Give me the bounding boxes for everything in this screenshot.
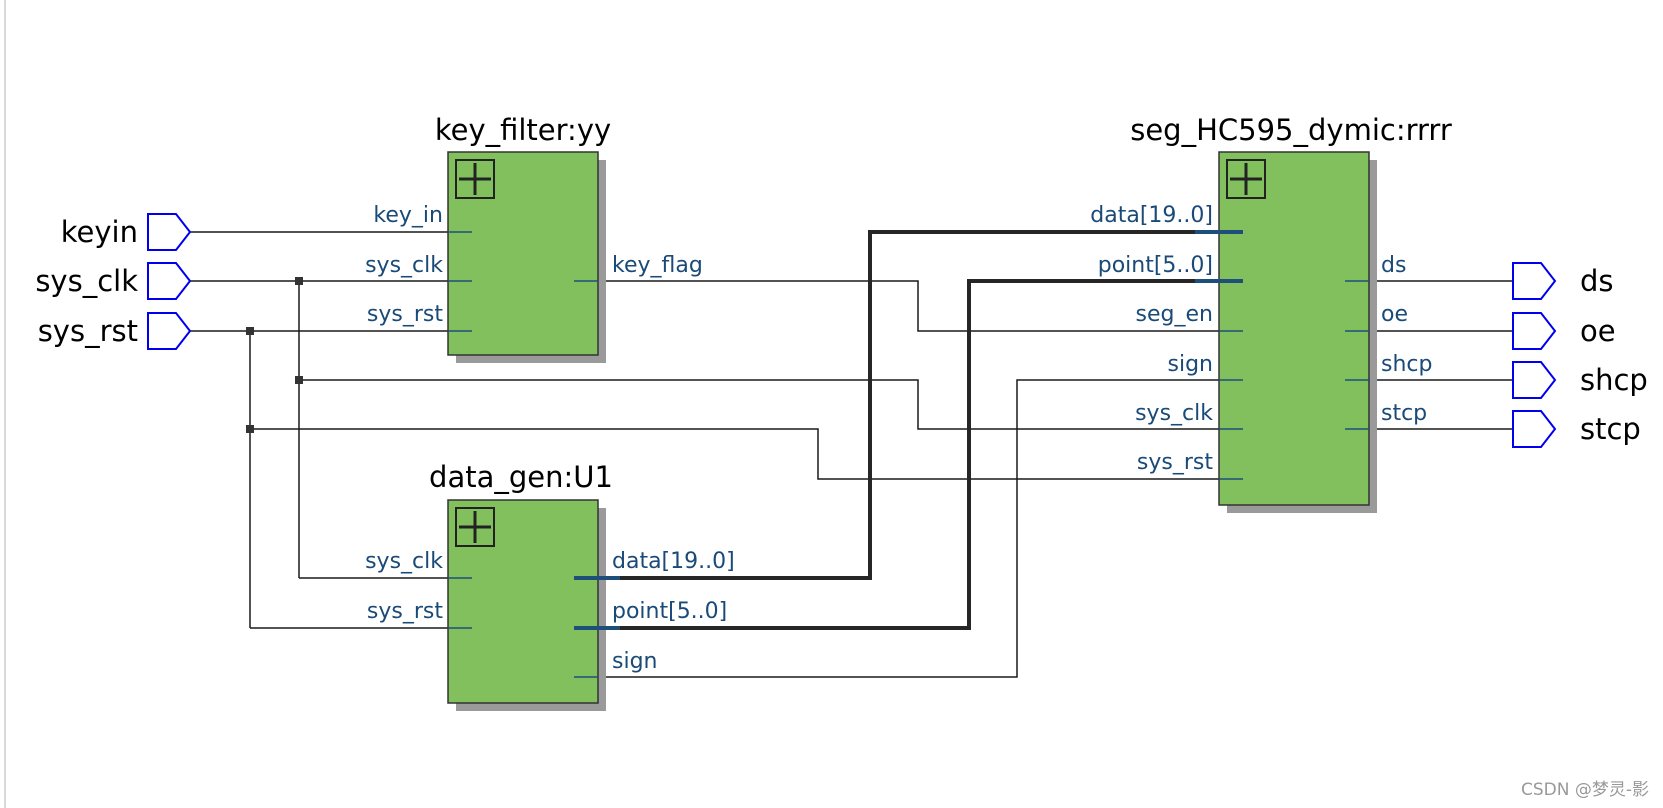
junction-dot	[295, 277, 303, 285]
pin-label-key-in: key_in	[373, 203, 443, 228]
block-seg-hc595[interactable]: seg_HC595_dymic:rrrr data[19..0] point[5…	[1090, 113, 1452, 513]
pin-label-shcp: shcp	[1381, 352, 1432, 377]
block-key-filter[interactable]: key_filter:yy key_in sys_clk sys_rst key…	[365, 113, 703, 363]
pin-label-seg-en: seg_en	[1136, 302, 1213, 327]
input-port-keyin[interactable]: keyin	[61, 213, 192, 251]
watermark-text: CSDN @梦灵-影	[1521, 780, 1649, 800]
pin-label-data: data[19..0]	[612, 549, 735, 574]
wire-key-flag	[594, 280, 1243, 332]
seg-hc595-body[interactable]	[1218, 151, 1370, 506]
wire-sign	[594, 379, 1243, 678]
pin-label-ds: ds	[1381, 253, 1406, 278]
block-data-gen[interactable]: data_gen:U1 sys_clk sys_rst data[19..0] …	[365, 460, 735, 711]
io-port-icon[interactable]	[1512, 361, 1557, 399]
wire-sys-clk-seg	[299, 379, 1243, 430]
input-ports: keyin sys_clk sys_rst	[35, 213, 192, 350]
output-port-ds[interactable]: ds	[1512, 262, 1614, 300]
pin-label-sys-rst: sys_rst	[1137, 450, 1213, 475]
input-port-sys-clk[interactable]: sys_clk	[35, 262, 192, 300]
junctions	[246, 277, 303, 433]
pin-label-point: point[5..0]	[1098, 253, 1213, 278]
block-title-seg-hc595: seg_HC595_dymic:rrrr	[1130, 113, 1452, 147]
output-label-ds: ds	[1580, 264, 1614, 298]
io-port-icon[interactable]	[1512, 262, 1557, 300]
pin-label-point: point[5..0]	[612, 599, 727, 624]
output-port-oe[interactable]: oe	[1512, 312, 1616, 350]
io-port-icon[interactable]	[1512, 312, 1557, 350]
pin-label-sign: sign	[612, 649, 657, 674]
output-label-oe: oe	[1580, 314, 1616, 348]
io-port-icon[interactable]	[147, 312, 192, 350]
pin-label-sys-clk: sys_clk	[1135, 401, 1213, 426]
output-label-shcp: shcp	[1580, 363, 1648, 397]
bus-point	[594, 279, 1243, 630]
pin-label-sys-rst: sys_rst	[367, 599, 443, 624]
junction-dot	[295, 376, 303, 384]
pin-label-key-flag: key_flag	[612, 253, 703, 278]
pin-label-sys-clk: sys_clk	[365, 253, 443, 278]
pin-label-sys-rst: sys_rst	[367, 302, 443, 327]
block-title-key-filter: key_filter:yy	[435, 113, 611, 147]
pin-label-data: data[19..0]	[1090, 203, 1213, 228]
block-title-data-gen: data_gen:U1	[429, 460, 613, 494]
wires	[188, 230, 1513, 678]
pin-label-oe: oe	[1381, 302, 1408, 327]
io-port-icon[interactable]	[147, 262, 192, 300]
junction-dot	[246, 327, 254, 335]
pin-label-sign: sign	[1168, 352, 1213, 377]
input-label-sys-rst: sys_rst	[38, 314, 138, 348]
pin-label-stcp: stcp	[1381, 401, 1427, 426]
junction-dot	[246, 425, 254, 433]
input-label-sys-clk: sys_clk	[35, 264, 138, 298]
io-port-icon[interactable]	[1512, 410, 1557, 448]
pin-label-sys-clk: sys_clk	[365, 549, 443, 574]
output-ports: ds oe shcp stcp	[1512, 262, 1648, 448]
io-port-icon[interactable]	[147, 213, 192, 251]
output-port-stcp[interactable]: stcp	[1512, 410, 1641, 448]
output-label-stcp: stcp	[1580, 412, 1641, 446]
wire-sys-rst-seg	[250, 428, 1243, 480]
bus-data	[594, 230, 1243, 580]
output-port-shcp[interactable]: shcp	[1512, 361, 1648, 399]
input-port-sys-rst[interactable]: sys_rst	[38, 312, 192, 350]
input-label-keyin: keyin	[61, 215, 138, 249]
